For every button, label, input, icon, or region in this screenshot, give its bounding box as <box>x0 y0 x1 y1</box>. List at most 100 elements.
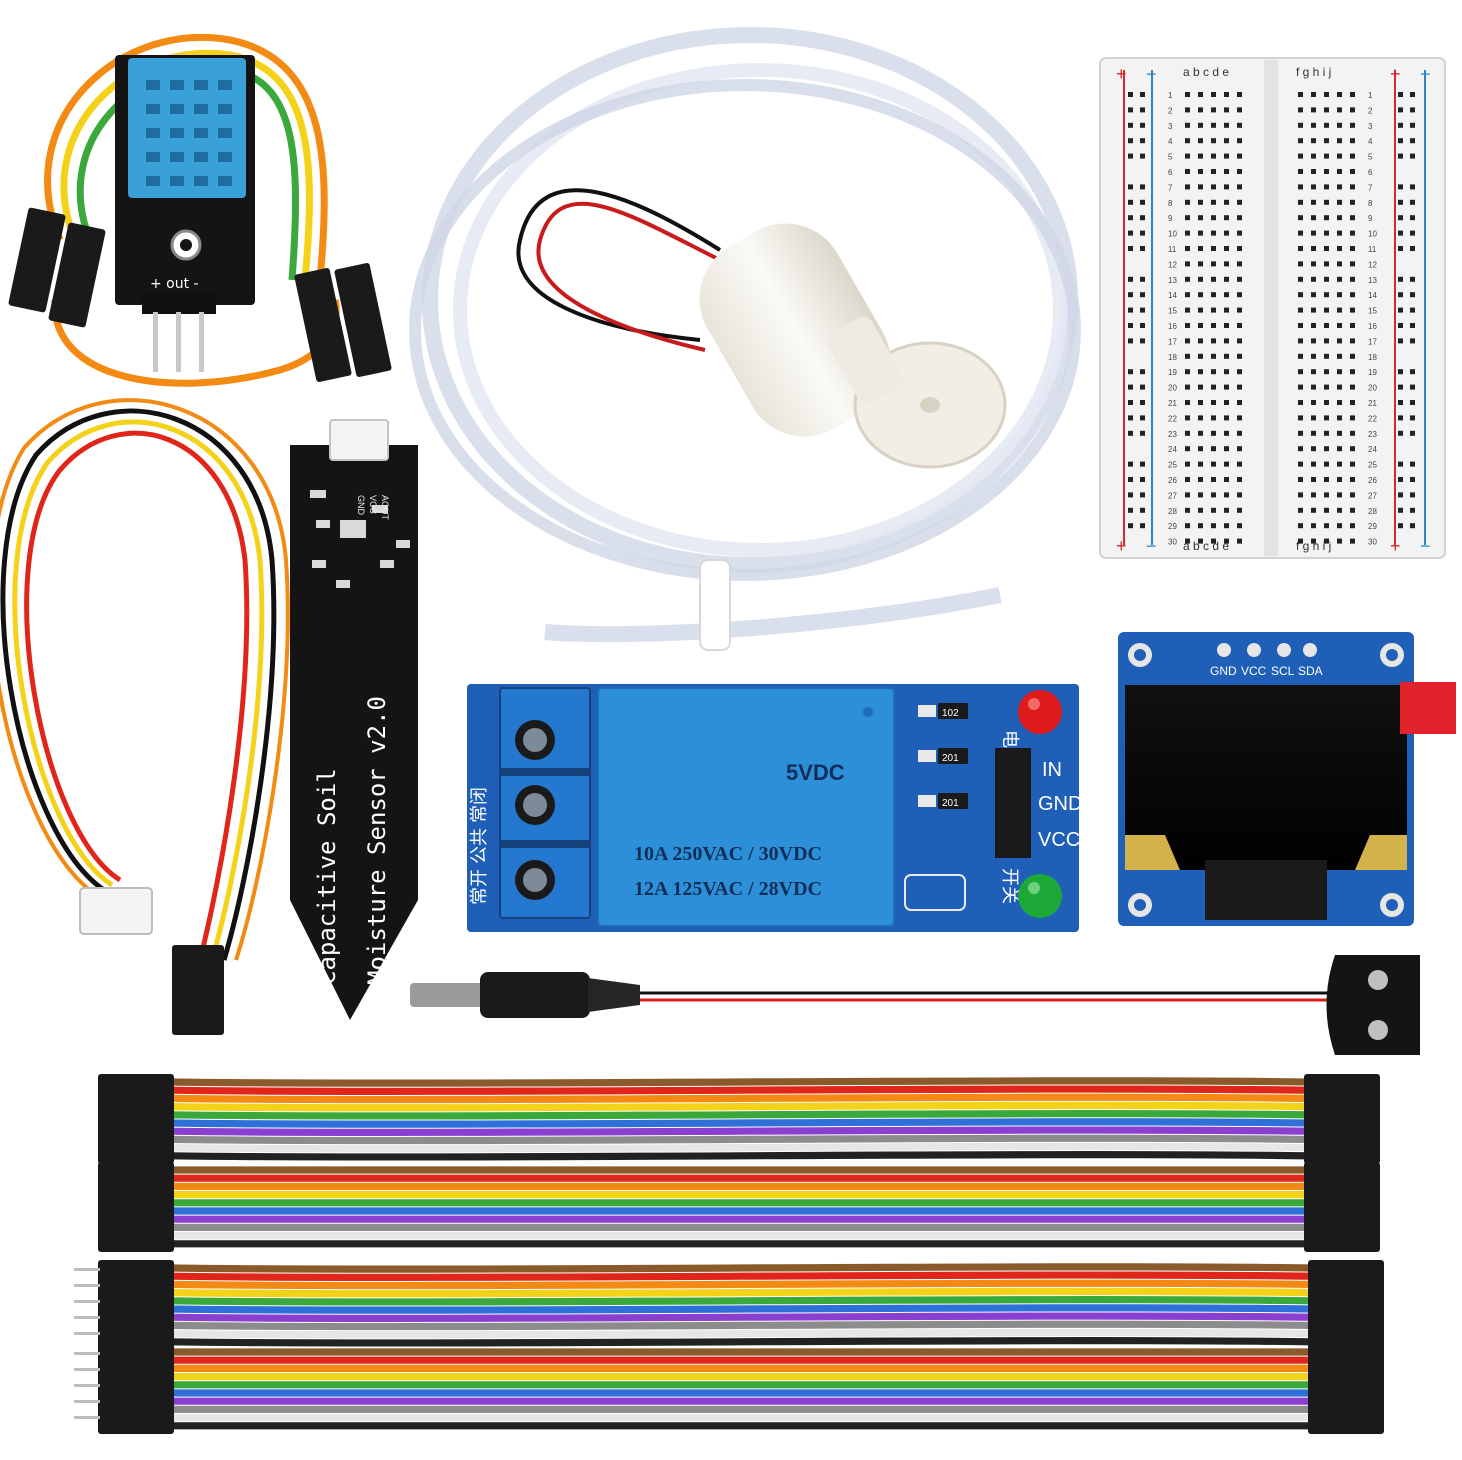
relay-module: 常开 公共 常闭 5VDC 10A 250VAC / 30VDC 12A 125… <box>467 684 1082 932</box>
svg-text:24: 24 <box>1168 445 1177 454</box>
relay-pin-in: IN <box>1042 759 1062 781</box>
water-tube <box>409 27 1081 651</box>
svg-text:25: 25 <box>1368 461 1377 470</box>
breadboard-cols-right-bottom: f g h i j <box>1296 539 1331 553</box>
relay-cn-label-switch: 开关 <box>1000 868 1020 904</box>
svg-text:20: 20 <box>1168 384 1177 393</box>
svg-text:26: 26 <box>1168 476 1177 485</box>
svg-text:6: 6 <box>1168 168 1173 177</box>
relay-chip-201-b: 201 <box>942 798 959 809</box>
svg-text:11: 11 <box>1368 245 1377 254</box>
svg-text:2: 2 <box>1368 106 1373 115</box>
svg-text:3: 3 <box>1368 122 1373 131</box>
svg-text:4: 4 <box>1368 137 1373 146</box>
svg-text:16: 16 <box>1168 322 1177 331</box>
oled-pin-sda: SDA <box>1298 664 1323 678</box>
svg-text:14: 14 <box>1168 291 1177 300</box>
dht11-sensor-module: + out - <box>8 34 392 387</box>
svg-text:7: 7 <box>1368 183 1373 192</box>
breadboard-cols-right-top: f g h i j <box>1296 65 1331 79</box>
breadboard-minus-top-right: − <box>1420 64 1431 84</box>
svg-text:30: 30 <box>1168 538 1177 547</box>
breadboard-cols-left-top: a b c d e <box>1183 65 1229 79</box>
svg-text:28: 28 <box>1368 507 1377 516</box>
breadboard-holes <box>1128 92 1415 544</box>
svg-text:17: 17 <box>1368 337 1377 346</box>
svg-text:28: 28 <box>1168 507 1177 516</box>
svg-text:16: 16 <box>1368 322 1377 331</box>
svg-text:15: 15 <box>1368 307 1377 316</box>
relay-chip-201-a: 201 <box>942 753 959 764</box>
svg-text:10: 10 <box>1368 230 1377 239</box>
svg-text:20: 20 <box>1368 384 1377 393</box>
relay-pin-vcc: VCC <box>1038 829 1080 851</box>
jst-cable <box>0 398 290 1035</box>
soil-pin-gnd: GND <box>356 495 366 516</box>
svg-text:27: 27 <box>1368 491 1377 500</box>
svg-text:3: 3 <box>1168 122 1173 131</box>
breadboard-cols-left-bottom: a b c d e <box>1183 539 1229 553</box>
svg-text:1: 1 <box>1168 91 1173 100</box>
svg-text:29: 29 <box>1168 522 1177 531</box>
svg-text:8: 8 <box>1168 199 1173 208</box>
svg-text:21: 21 <box>1168 399 1177 408</box>
oled-pin-vcc: VCC <box>1241 664 1267 678</box>
svg-text:19: 19 <box>1168 368 1177 377</box>
svg-text:18: 18 <box>1168 353 1177 362</box>
relay-voltage-rating: 5VDC <box>786 760 845 785</box>
svg-text:9: 9 <box>1368 214 1373 223</box>
svg-text:22: 22 <box>1368 414 1377 423</box>
svg-text:22: 22 <box>1168 414 1177 423</box>
breadboard-plus-bottom-right: + <box>1390 536 1401 556</box>
jumper-wire-ribbons <box>74 1074 1384 1434</box>
relay-rating-line-2: 12A 125VAC / 28VDC <box>634 878 822 900</box>
dht-pin-label: + out - <box>150 276 199 292</box>
soil-moisture-sensor: GND VCC AOUT Capacitive Soil Moisture Se… <box>290 419 418 1020</box>
svg-text:13: 13 <box>1368 276 1377 285</box>
svg-text:25: 25 <box>1168 461 1177 470</box>
svg-text:23: 23 <box>1368 430 1377 439</box>
breadboard-plus-bottom-left: + <box>1116 536 1127 556</box>
breadboard-minus-bottom-right: − <box>1420 536 1431 556</box>
svg-text:14: 14 <box>1368 291 1377 300</box>
svg-text:27: 27 <box>1168 491 1177 500</box>
soil-sensor-label-1: Capacitive Soil <box>313 768 341 985</box>
breadboard-plus-top-right: + <box>1390 64 1401 84</box>
svg-text:12: 12 <box>1368 260 1377 269</box>
oled-pin-gnd: GND <box>1210 664 1237 678</box>
svg-text:12: 12 <box>1168 260 1177 269</box>
svg-text:10: 10 <box>1168 230 1177 239</box>
svg-text:11: 11 <box>1168 245 1177 254</box>
breadboard-minus-top-left: − <box>1146 64 1157 84</box>
svg-text:7: 7 <box>1168 183 1173 192</box>
breadboard-minus-bottom-left: − <box>1146 536 1157 556</box>
relay-pin-gnd: GND <box>1038 793 1082 815</box>
svg-text:13: 13 <box>1168 276 1177 285</box>
svg-text:9: 9 <box>1168 214 1173 223</box>
svg-text:26: 26 <box>1368 476 1377 485</box>
soil-sensor-label-2: Moisture Sensor v2.0 <box>363 696 391 985</box>
relay-rating-line-1: 10A 250VAC / 30VDC <box>634 843 822 865</box>
mini-water-pump <box>516 188 1007 469</box>
relay-side-label: 常开 公共 常闭 <box>469 787 489 905</box>
svg-text:18: 18 <box>1368 353 1377 362</box>
svg-text:8: 8 <box>1368 199 1373 208</box>
svg-text:19: 19 <box>1368 368 1377 377</box>
svg-text:29: 29 <box>1368 522 1377 531</box>
svg-text:17: 17 <box>1168 337 1177 346</box>
oled-pin-scl: SCL <box>1271 664 1295 678</box>
breadboard: + − + − + − + − a b c d e f g h i j a b … <box>1099 57 1446 559</box>
oled-display-module: GND VCC SCL SDA <box>1118 632 1456 926</box>
svg-text:21: 21 <box>1368 399 1377 408</box>
dc-jack-battery-clip <box>410 955 1420 1055</box>
svg-text:30: 30 <box>1368 538 1377 547</box>
svg-text:5: 5 <box>1168 153 1173 162</box>
svg-text:24: 24 <box>1368 445 1377 454</box>
svg-text:1: 1 <box>1368 91 1373 100</box>
svg-text:2: 2 <box>1168 106 1173 115</box>
svg-text:6: 6 <box>1368 168 1373 177</box>
soil-pin-aout: AOUT <box>380 495 390 521</box>
relay-chip-102: 102 <box>942 708 959 719</box>
breadboard-plus-top-left: + <box>1116 64 1127 84</box>
